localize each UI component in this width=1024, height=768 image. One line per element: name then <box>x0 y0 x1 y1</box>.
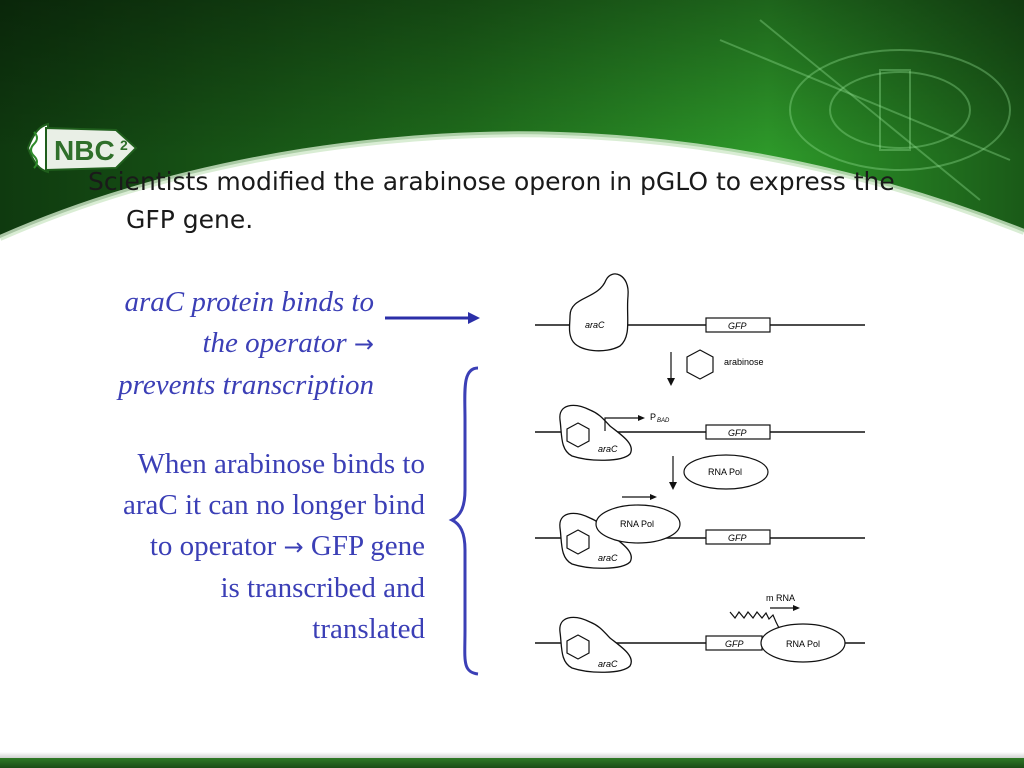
gfp-label: GFP <box>725 639 744 649</box>
note-line: araC it can no longer bind <box>123 489 425 521</box>
mrna-strand <box>729 610 783 637</box>
promoter-subscript: BAD <box>657 418 670 424</box>
promoter-arrow <box>604 417 640 431</box>
rnapol-label: RNA Pol <box>708 467 742 477</box>
arabinose-hexagon-icon <box>566 634 590 660</box>
footer-shadow <box>0 752 1024 758</box>
nbc2-logo: NBC 2 <box>26 122 138 174</box>
right-arrow-icon: → <box>283 533 304 561</box>
footer-bar <box>0 758 1024 768</box>
note-line: the operator → <box>202 327 374 359</box>
diagram-row-3: araC RNA Pol GFP <box>535 494 865 569</box>
right-arrow-icon: → <box>353 330 374 358</box>
gfp-label: GFP <box>728 321 747 331</box>
rna-polymerase-shape <box>683 454 769 490</box>
gfp-gene-box <box>705 529 771 545</box>
logo-superscript: 2 <box>120 137 128 153</box>
note-line: araC protein binds to <box>124 286 374 318</box>
rna-polymerase-shape <box>760 623 846 663</box>
heading-line-1: Scientists modified the arabinose operon… <box>88 167 895 196</box>
arabinose-label: arabinose <box>724 357 764 367</box>
note-line: prevents transcription <box>118 369 374 401</box>
operon-diagram: araC GFP arabinose araC P BAD GFP RNA Po… <box>385 273 865 676</box>
diagram-row-4: araC GFP m RNA RNA Pol <box>535 593 865 673</box>
gfp-gene-box <box>705 317 771 333</box>
note-line: translated <box>312 613 425 645</box>
arabinose-hexagon-icon <box>566 529 590 555</box>
note-line: When arabinose binds to <box>137 448 425 480</box>
mrna-label: m RNA <box>766 593 795 603</box>
diagram-row-1: araC GFP arabinose <box>535 273 865 386</box>
rna-polymerase-shape <box>595 504 681 544</box>
arac-label: araC <box>585 320 605 330</box>
curly-brace <box>448 366 479 676</box>
arabinose-binding-note: When arabinose binds to araC it can no l… <box>40 444 425 650</box>
rnapol-label: RNA Pol <box>620 519 654 529</box>
slide-heading: Scientists modified the arabinose operon… <box>88 163 988 239</box>
arabinose-hexagon-icon <box>686 349 714 380</box>
arac-binding-note: araC protein binds to the operator → pre… <box>40 282 374 406</box>
heading-line-2: GFP gene. <box>126 205 254 234</box>
arabinose-hexagon-icon <box>566 422 590 448</box>
rnapol-label: RNA Pol <box>786 639 820 649</box>
header-banner <box>0 0 1024 260</box>
gfp-label: GFP <box>728 428 747 438</box>
arac-label: araC <box>598 444 618 454</box>
gfp-gene-box <box>705 424 771 440</box>
logo-text: NBC <box>54 135 115 166</box>
note-line: to operator → GFP gene <box>149 530 425 562</box>
gfp-label: GFP <box>728 533 747 543</box>
pointer-arrow-head <box>468 312 480 324</box>
note-line: is transcribed and <box>220 572 425 604</box>
arac-label: araC <box>598 553 618 563</box>
arac-protein-shape <box>568 273 629 352</box>
arac-label: araC <box>598 659 618 669</box>
diagram-row-2: araC P BAD GFP RNA Pol <box>535 404 865 490</box>
promoter-label: P <box>650 412 656 422</box>
